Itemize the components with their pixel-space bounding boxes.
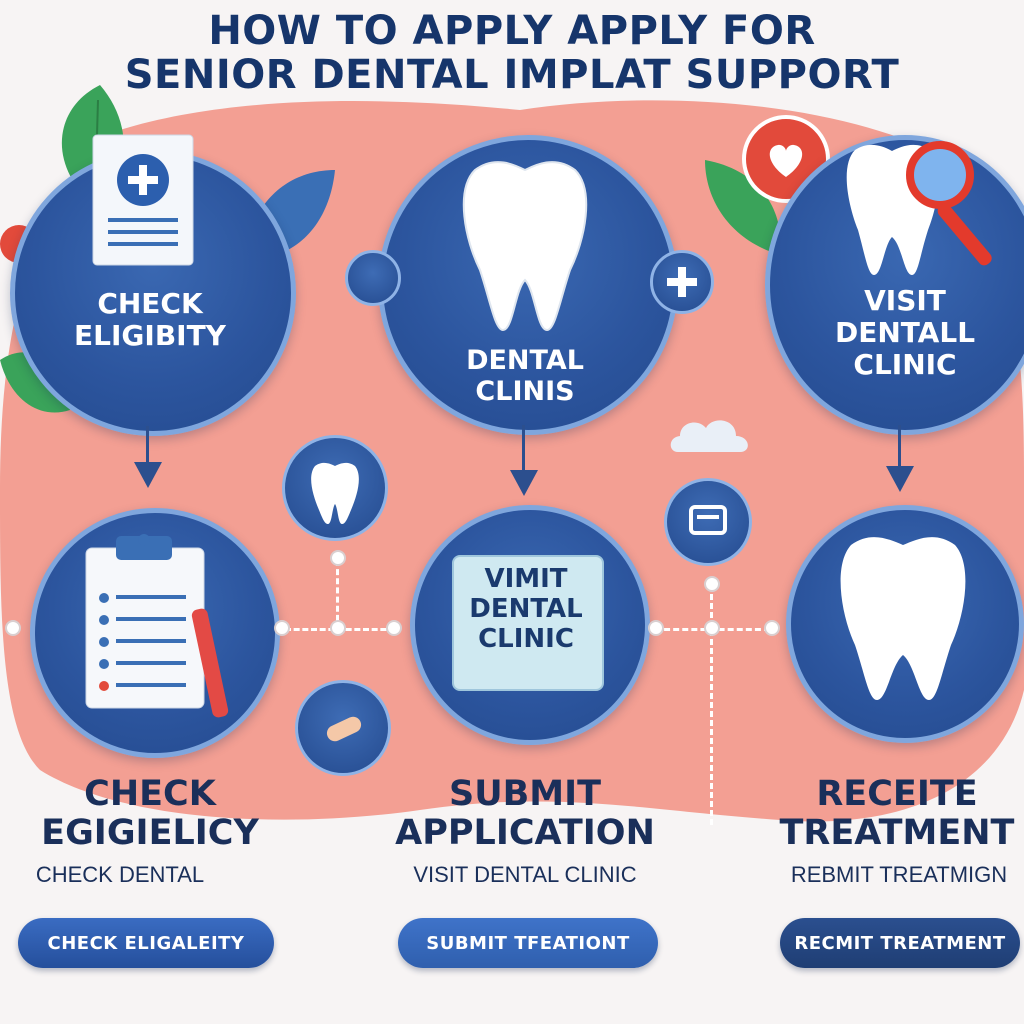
tooth-icon xyxy=(282,435,388,541)
check-eligibility-button[interactable]: CHECK ELIGALEITY xyxy=(18,918,274,968)
pointer-stem xyxy=(146,426,149,466)
sign-board-icon xyxy=(452,555,604,691)
step-heading-2: SUBMIT APPLICATION xyxy=(395,774,655,854)
document-plus-icon xyxy=(92,134,194,266)
step-circle-sign xyxy=(410,505,650,745)
cloud-icon xyxy=(670,420,748,452)
recmit-treatment-button[interactable]: RECMIT TREATMENT xyxy=(780,918,1020,968)
pointer-stem xyxy=(898,425,901,469)
leaf-icon xyxy=(0,352,70,413)
plus-icon xyxy=(650,250,714,314)
leaf-icon xyxy=(705,160,781,255)
connector-dot xyxy=(386,620,402,636)
bandage-icon xyxy=(295,680,391,776)
small-icon-circle xyxy=(345,250,401,306)
dental-chair-icon xyxy=(664,478,752,566)
circle-label-visit-clinic: VISIT DENTALL CLINIC xyxy=(834,284,976,382)
clipboard-icon xyxy=(85,534,229,718)
tooth-icon xyxy=(840,537,966,700)
connector-dot xyxy=(330,550,346,566)
connector-line xyxy=(336,560,339,630)
submit-treatment-button[interactable]: SUBMIT TFEATIONT xyxy=(398,918,658,968)
page-title-line-1: HOW TO APPLY APPLY FOR xyxy=(208,8,816,54)
step-sub-2: VISIT DENTAL CLINIC xyxy=(413,862,637,887)
step-heading-1: CHECK EGIGIELICY xyxy=(41,774,259,854)
connector-dot xyxy=(330,620,346,636)
step-sub-1: CHECK DENTAL xyxy=(35,862,205,887)
connector-dot xyxy=(704,620,720,636)
connector-dot xyxy=(274,620,290,636)
connector-dot xyxy=(764,620,780,636)
pointer-stem xyxy=(522,425,525,473)
circle-label-dental-clinic: DENTAL CLINIS xyxy=(466,345,584,408)
circle-label-sign: VIMIT DENTAL CLINIC xyxy=(469,564,583,654)
step-heading-3: RECEITE TREATMENT xyxy=(779,774,1015,854)
page-title-line-2: SENIOR DENTAL IMPLAT SUPPORT xyxy=(124,52,900,98)
connector-dot xyxy=(648,620,664,636)
tooth-icon xyxy=(462,161,588,332)
pointer-icon xyxy=(886,466,914,492)
pointer-icon xyxy=(510,470,538,496)
circle-label-check-eligibility: CHECK ELIGIBITY xyxy=(74,287,226,353)
pointer-icon xyxy=(134,462,162,488)
connector-dot xyxy=(5,620,21,636)
step-sub-3: REBMIT TREATMIGN xyxy=(790,862,1008,887)
connector-dot xyxy=(704,576,720,592)
tooth-magnifier-icon xyxy=(846,141,992,275)
connector-line xyxy=(710,585,713,825)
